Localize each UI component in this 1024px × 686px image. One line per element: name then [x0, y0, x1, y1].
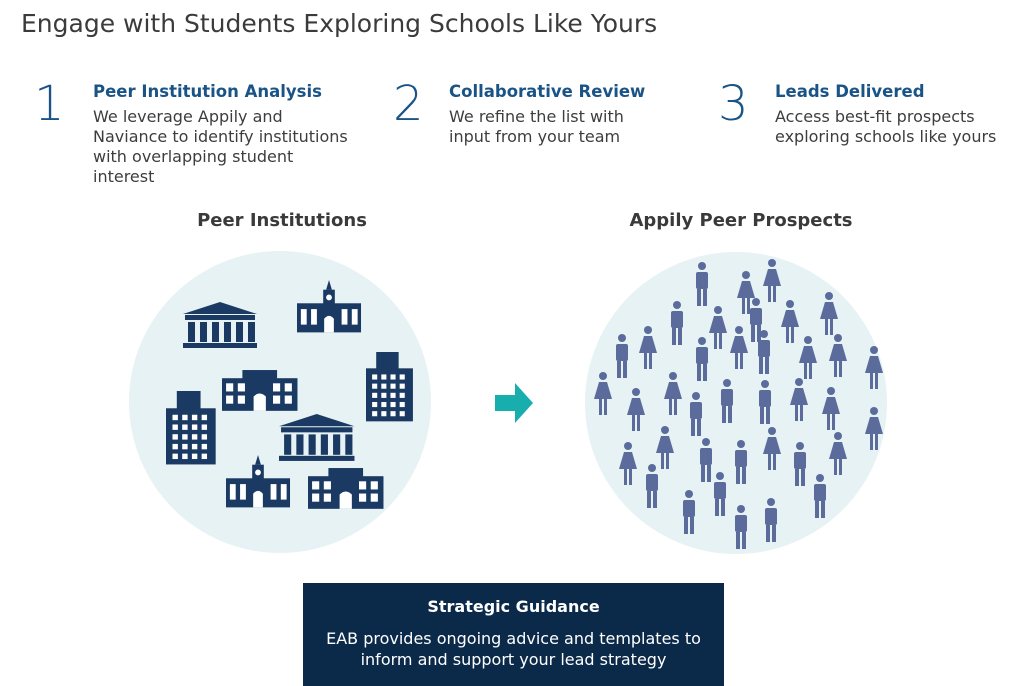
person-icon [737, 271, 755, 314]
building-icon [183, 302, 257, 348]
peer-institutions-title: Peer Institutions [197, 210, 367, 231]
person-icon [763, 259, 781, 302]
guidance-body: EAB provides ongoing advice and template… [326, 629, 701, 669]
step-1-body: We leverage Appily and Naviance to ident… [93, 107, 348, 186]
person-icon [696, 337, 708, 381]
person-icon [759, 380, 771, 424]
person-icon [865, 407, 883, 450]
person-icon [794, 442, 806, 486]
step-2: 2 Collaborative Review We refine the lis… [393, 80, 693, 160]
building-icon [297, 280, 362, 333]
step-3-heading: Leads Delivered [775, 82, 925, 101]
person-icon [664, 372, 682, 415]
person-icon [735, 440, 747, 484]
building-icon [226, 455, 291, 508]
person-icon [683, 490, 695, 534]
person-icon [750, 298, 762, 342]
guidance-heading: Strategic Guidance [427, 597, 600, 616]
person-icon [616, 334, 628, 378]
person-icon [781, 300, 799, 343]
person-icon [639, 326, 657, 369]
person-icon [619, 442, 637, 485]
step-2-body: We refine the list with input from your … [449, 107, 624, 146]
person-icon [820, 292, 838, 335]
person-icon [763, 427, 781, 470]
person-icon [765, 498, 777, 542]
step-3: 3 Leads Delivered Access best-fit prospe… [718, 80, 1018, 160]
building-icon [279, 414, 355, 461]
person-icon [656, 426, 674, 469]
step-1-number: 1 [34, 76, 65, 132]
person-icon [735, 505, 747, 549]
person-icon [627, 388, 645, 431]
person-icon [646, 464, 658, 508]
building-icon [222, 370, 298, 411]
building-icon [166, 391, 216, 465]
person-icon [829, 432, 847, 475]
step-1-heading: Peer Institution Analysis [93, 82, 322, 101]
step-2-heading: Collaborative Review [449, 82, 646, 101]
strategic-guidance-box: Strategic Guidance EAB provides ongoing … [303, 583, 724, 686]
person-icon [714, 472, 726, 516]
person-icon [696, 262, 708, 306]
person-icon [594, 372, 612, 415]
person-icon [700, 438, 712, 482]
step-3-body: Access best-fit prospects exploring scho… [775, 107, 997, 146]
person-icon [799, 336, 817, 379]
peer-prospects-title: Appily Peer Prospects [629, 210, 853, 231]
person-icon [690, 392, 702, 436]
person-icon [709, 306, 727, 349]
person-icon [790, 378, 808, 421]
step-1: 1 Peer Institution Analysis We leverage … [34, 80, 364, 190]
person-icon [865, 346, 883, 389]
building-icon [366, 352, 413, 422]
person-icon [721, 379, 733, 423]
step-3-number: 3 [718, 76, 749, 132]
building-icon [308, 468, 384, 509]
person-icon [671, 301, 683, 345]
step-2-number: 2 [393, 76, 424, 132]
person-icon [829, 334, 847, 377]
person-icon [822, 387, 840, 430]
arrow-right-icon [495, 383, 533, 423]
person-icon [814, 474, 826, 518]
person-icon [730, 326, 748, 369]
person-icon [758, 330, 770, 374]
page-title: Engage with Students Exploring Schools L… [21, 9, 658, 38]
